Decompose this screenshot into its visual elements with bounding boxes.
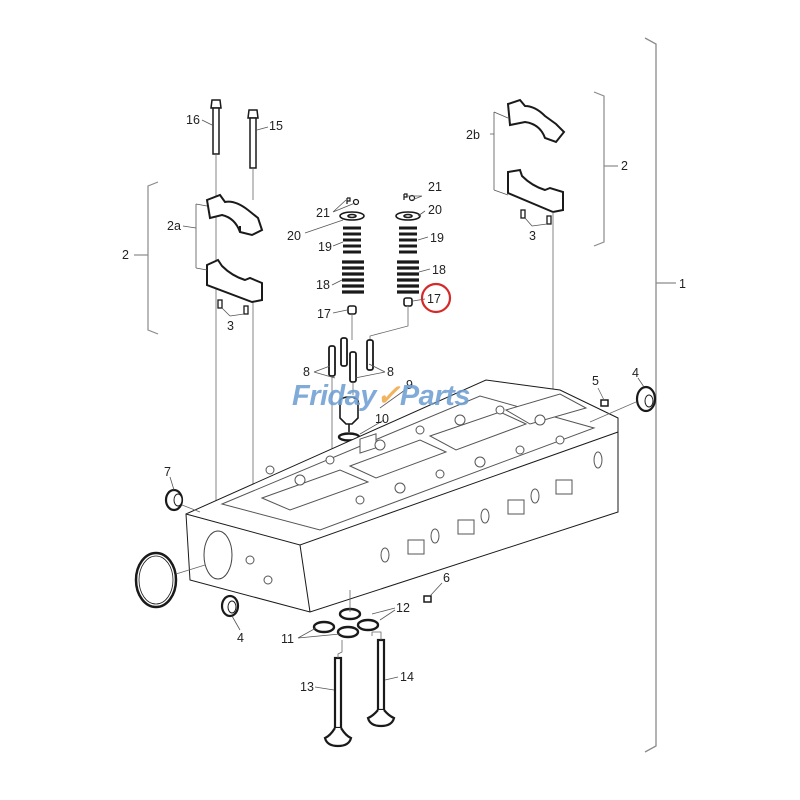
valve-seats (312, 590, 380, 639)
leader-lines (169, 111, 645, 691)
bolt-15 (247, 109, 259, 520)
bracket-1 (644, 37, 676, 753)
bearing-cap-2b-lower (507, 168, 564, 214)
plug-4-right (589, 385, 657, 423)
callout-21-left[interactable]: 21 (316, 206, 330, 220)
callout-19-left[interactable]: 19 (318, 240, 332, 254)
screw-6 (423, 595, 432, 603)
bearing-cap-2a-lower (206, 258, 263, 304)
callout-11[interactable]: 11 (281, 632, 294, 646)
callout-21-right[interactable]: 21 (428, 180, 442, 194)
callout-2-left[interactable]: 2 (122, 248, 129, 262)
callout-14[interactable]: 14 (400, 670, 414, 684)
screw-5 (597, 387, 609, 407)
callout-3-right[interactable]: 3 (529, 229, 536, 243)
dowels-3-right (520, 209, 552, 225)
callout-18-left[interactable]: 18 (316, 278, 330, 292)
bearing-cap-2b-upper (506, 98, 566, 144)
callout-20-right[interactable]: 20 (428, 203, 442, 217)
callout-10[interactable]: 10 (375, 412, 389, 426)
bearing-cap-2a-upper (205, 193, 264, 237)
callout-15[interactable]: 15 (269, 119, 283, 133)
cylinder-head-block (185, 379, 619, 613)
valve-spring-stack-right (369, 211, 421, 342)
callout-1[interactable]: 1 (679, 277, 686, 291)
valve-13 (323, 640, 353, 748)
callout-3-left[interactable]: 3 (227, 319, 234, 333)
callout-9[interactable]: 9 (406, 378, 413, 392)
valve-spring-stack-left (339, 211, 365, 340)
callout-12[interactable]: 12 (396, 601, 410, 615)
callout-17-right[interactable]: 17 (427, 292, 441, 306)
highlight-circle-17 (420, 282, 452, 314)
callout-4-bottom[interactable]: 4 (237, 631, 244, 645)
callout-2a[interactable]: 2a (167, 219, 181, 233)
callout-2-right[interactable]: 2 (621, 159, 628, 173)
callout-labels: 1 2 2 2a 2b 3 3 4 4 5 6 7 8 8 9 10 11 12… (122, 113, 686, 694)
plug-7 (164, 488, 201, 513)
callout-7[interactable]: 7 (164, 465, 171, 479)
callout-17-left[interactable]: 17 (317, 307, 331, 321)
bracket-2-right (593, 91, 618, 247)
callout-18-right[interactable]: 18 (432, 263, 446, 277)
valve-14 (366, 631, 396, 728)
callout-5[interactable]: 5 (592, 374, 599, 388)
bracket-2-left (134, 181, 159, 335)
callout-6[interactable]: 6 (443, 571, 450, 585)
callout-19-right[interactable]: 19 (430, 231, 444, 245)
callout-4-right[interactable]: 4 (632, 366, 639, 380)
valve-cotters-21 (346, 193, 416, 206)
callout-8-right[interactable]: 8 (387, 365, 394, 379)
injector-sleeve-9 (339, 396, 359, 432)
plug-4-bottom (220, 594, 240, 618)
callout-13[interactable]: 13 (300, 680, 314, 694)
callout-20-left[interactable]: 20 (287, 229, 301, 243)
callout-8-left[interactable]: 8 (303, 365, 310, 379)
dowels-3-left (217, 299, 249, 315)
callout-2b[interactable]: 2b (466, 128, 480, 142)
seal-ring (134, 551, 206, 609)
callout-16[interactable]: 16 (186, 113, 200, 127)
